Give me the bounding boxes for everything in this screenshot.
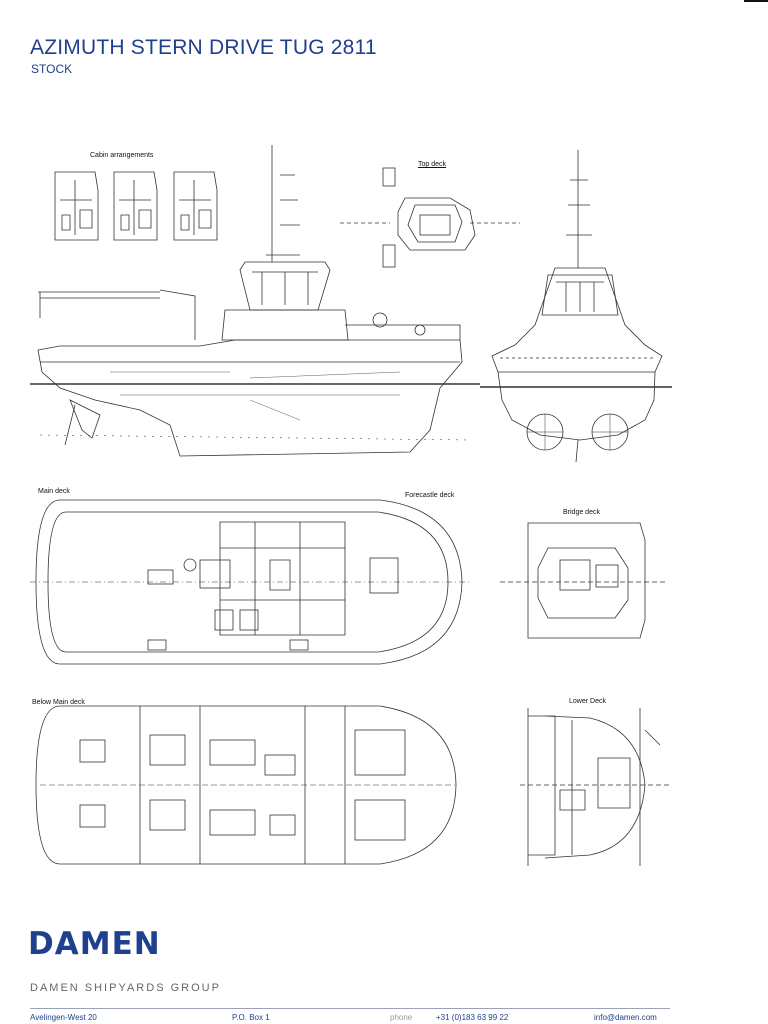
- main-deck-label: Main deck: [38, 488, 70, 495]
- phone-label: phone: [390, 1013, 413, 1022]
- cabin-arrangement-2: [113, 171, 158, 241]
- bridge-deck-label: Bridge deck: [563, 509, 600, 516]
- cabin-arrangement-3: [173, 171, 218, 241]
- bridge-deck-plan: [500, 522, 665, 639]
- forecastle-deck-label: Forecastle deck: [405, 492, 455, 499]
- top-deck-label: Top deck: [418, 161, 447, 168]
- damen-logo: DAMEN: [28, 926, 161, 962]
- cabin-arrangement-1: [54, 171, 99, 241]
- lower-deck-plan: [520, 708, 670, 866]
- below-main-deck-label: Below Main deck: [32, 699, 85, 706]
- top-deck-plan: [340, 167, 520, 268]
- side-profile-view: [30, 145, 480, 457]
- main-deck-plan: [30, 499, 470, 665]
- po-box: P.O. Box 1: [232, 1013, 270, 1022]
- lower-deck-label: Lower Deck: [569, 698, 606, 705]
- email-address: info@damen.com: [594, 1013, 657, 1022]
- address: Avelingen-West 20: [30, 1013, 97, 1022]
- page-title: AZIMUTH STERN DRIVE TUG 2811: [30, 36, 377, 59]
- page-subtitle: STOCK: [31, 62, 73, 76]
- footer-divider: [30, 1008, 670, 1009]
- phone-number: +31 (0)183 63 99 22: [436, 1013, 509, 1022]
- below-main-deck-plan: [35, 705, 457, 865]
- company-group: DAMEN SHIPYARDS GROUP: [30, 982, 221, 994]
- front-view: [480, 150, 672, 463]
- corner-mark: [744, 0, 768, 2]
- cabin-arrangements-label: Cabin arrangements: [90, 152, 154, 159]
